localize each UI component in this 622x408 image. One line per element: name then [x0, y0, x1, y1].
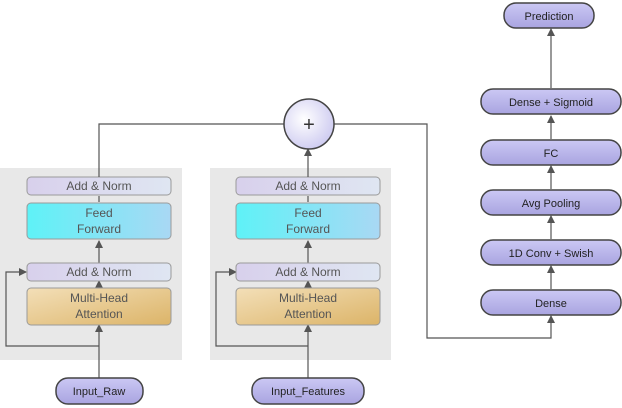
add-norm-top-label: Add & Norm: [275, 179, 340, 193]
feed-forward-label-line1: Feed: [294, 206, 321, 220]
fc-box: [480, 139, 622, 166]
feed-forward-box: [235, 202, 381, 240]
conv-swish-label: 1D Conv + Swish: [509, 248, 594, 260]
prediction-head: Prediction Dense + Sigmoid FC Avg Poolin…: [480, 2, 622, 316]
add-norm-bottom-label: Add & Norm: [275, 265, 340, 279]
add-norm-bottom-box: [235, 262, 381, 282]
multi-head-attention-box: [26, 287, 172, 326]
attention-label-line1: Multi-Head: [279, 291, 337, 305]
add-norm-bottom-label: Add & Norm: [66, 265, 131, 279]
sum-to-dense-line: [334, 123, 555, 339]
dense-label: Dense: [535, 298, 567, 310]
prediction-box: [503, 2, 595, 29]
input-raw-box: [55, 377, 144, 405]
attention-label-line2: Attention: [284, 307, 331, 321]
feed-forward-box: [26, 202, 172, 240]
sum-node: [283, 98, 335, 150]
add-norm-bottom-box: [26, 262, 172, 282]
attention-label-line2: Attention: [75, 307, 122, 321]
avg-pooling-box: [480, 189, 622, 216]
prediction-label: Prediction: [525, 11, 574, 23]
dense-sigmoid-label: Dense + Sigmoid: [509, 97, 593, 109]
sum-symbol: +: [303, 114, 315, 136]
encoder-block-features: Add & Norm Feed Forward Add & Norm Multi…: [210, 168, 391, 405]
avg-pooling-label: Avg Pooling: [522, 198, 581, 210]
multi-head-attention-box: [235, 287, 381, 326]
merge-connections: +: [98, 98, 555, 339]
dense-sigmoid-box: [480, 88, 622, 115]
encoder-block-raw: Add & Norm Feed Forward Add & Norm Multi…: [0, 168, 182, 405]
feed-forward-label-line2: Forward: [77, 222, 121, 236]
input-features-label: Input_Features: [271, 386, 345, 398]
conv-swish-box: [480, 239, 622, 266]
fc-label: FC: [544, 148, 559, 160]
attention-label-line1: Multi-Head: [70, 291, 128, 305]
feed-forward-label-line1: Feed: [85, 206, 112, 220]
encoder1-to-sum-line: [98, 123, 284, 177]
add-norm-top-label: Add & Norm: [66, 179, 131, 193]
residual-connection: [215, 268, 308, 347]
input-features-box: [251, 377, 365, 405]
residual-connection: [5, 268, 99, 347]
dense-box: [480, 289, 622, 316]
feed-forward-label-line2: Forward: [286, 222, 330, 236]
input-raw-label: Input_Raw: [73, 386, 126, 398]
